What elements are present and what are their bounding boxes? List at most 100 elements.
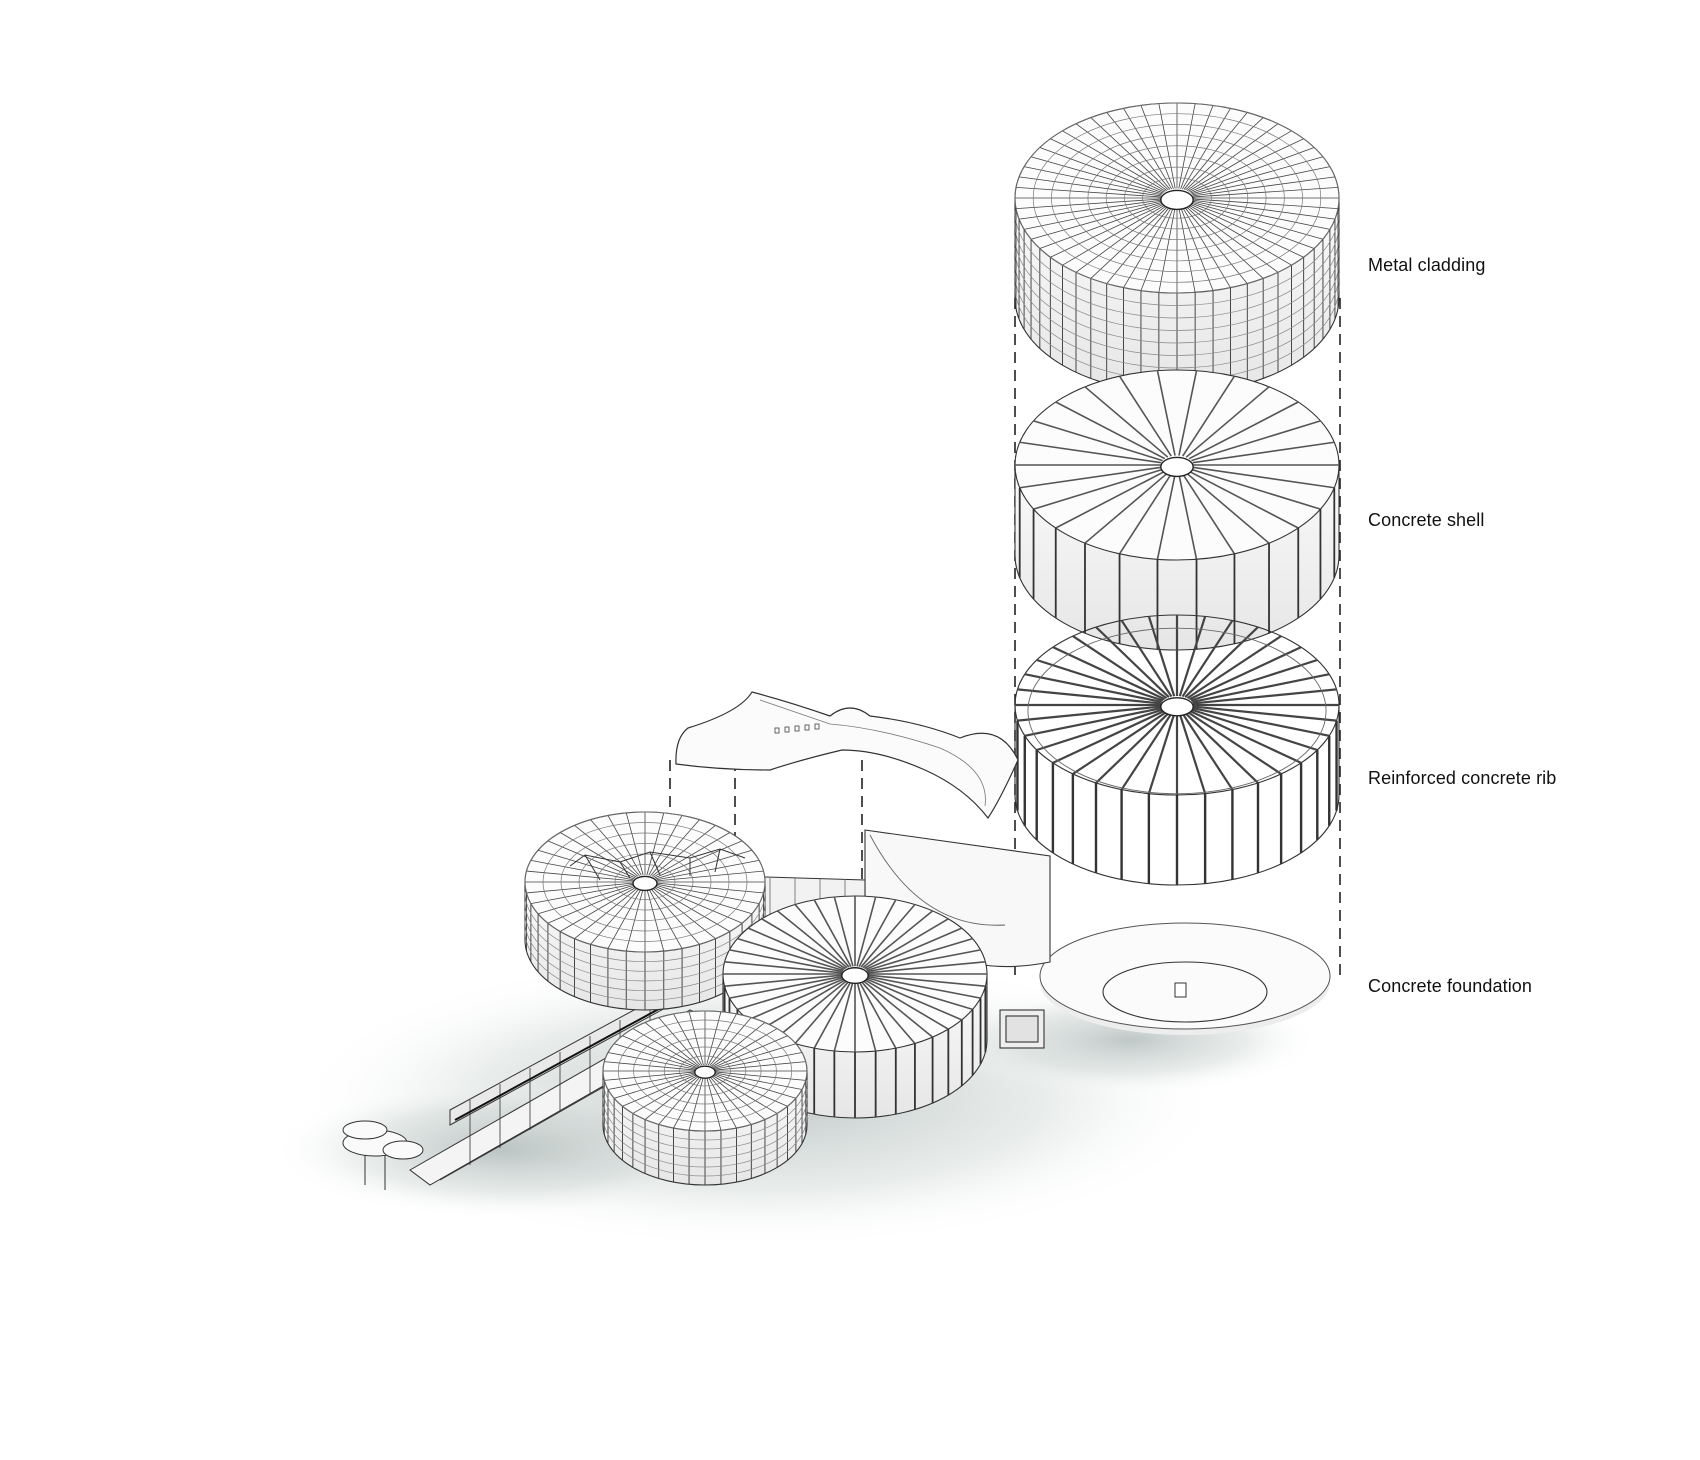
dome-rib-line xyxy=(856,981,877,1052)
dome-rib-line xyxy=(1178,713,1207,794)
dome-ring xyxy=(617,1019,793,1123)
dome-rib-line xyxy=(1033,468,1163,510)
sunshade-frame xyxy=(569,848,746,881)
dome-ring xyxy=(1069,134,1285,262)
dome-rib-line xyxy=(858,899,897,967)
dome-band xyxy=(1014,272,1340,369)
dome-rib-line xyxy=(1084,472,1169,544)
dome-rib-line xyxy=(1072,635,1168,700)
dome-ring xyxy=(679,1055,731,1087)
dome-rib-line xyxy=(865,977,963,1021)
concrete-shell-dome xyxy=(1014,369,1340,651)
dome-rib-line xyxy=(1024,707,1162,737)
dome-rib-line xyxy=(1055,470,1166,529)
label-concrete-shell: Concrete shell xyxy=(1368,510,1485,530)
concrete-foundation-disc xyxy=(1039,922,1331,1035)
dome-rib-line xyxy=(867,975,981,999)
dome-rib-line xyxy=(1036,708,1164,752)
dome-rib-line xyxy=(1188,709,1302,764)
dome-ring xyxy=(542,822,748,942)
dome-rib-line xyxy=(867,961,986,974)
dome-rib-line xyxy=(1182,375,1236,457)
dome-rib-line xyxy=(1190,658,1318,702)
dome-rib-line xyxy=(1072,710,1168,775)
dome-rib-line xyxy=(1185,386,1270,458)
dome-band xyxy=(524,891,766,963)
dome-oculus xyxy=(632,875,658,892)
dome-rib-line xyxy=(1019,441,1162,464)
label-reinforced-concrete-rib: Reinforced concrete rib xyxy=(1368,768,1557,788)
dome-rib-line xyxy=(1191,468,1321,510)
dome-rib-line xyxy=(865,927,963,971)
dome-rib-line xyxy=(1095,712,1170,784)
dome-rib-line xyxy=(724,961,843,974)
dome-oculus xyxy=(841,967,869,985)
dome-ring xyxy=(1105,156,1249,240)
dome-rib-line xyxy=(867,949,981,973)
dome-band xyxy=(1014,260,1340,356)
entrance-canopies xyxy=(342,1120,424,1190)
dome-rib-line xyxy=(1120,619,1173,698)
dome-oculus xyxy=(1160,189,1194,211)
dome-rib-line xyxy=(1033,420,1163,462)
dome-rib-line xyxy=(1182,473,1236,555)
dome-rib-line xyxy=(1036,658,1164,702)
dome-rib-line xyxy=(747,927,845,971)
dome-rib-line xyxy=(866,937,973,972)
pavilion-dome-front xyxy=(602,1010,808,1186)
dome-rib-line xyxy=(833,981,854,1052)
dome-ring xyxy=(614,864,676,900)
dome-rib-line xyxy=(860,980,916,1045)
dome-rib-line xyxy=(1192,673,1330,703)
dome-rib-line xyxy=(1192,688,1337,705)
dome-band xyxy=(602,1097,808,1159)
dome-ring xyxy=(633,1028,777,1114)
dome-rib-line xyxy=(860,903,916,968)
dome-rib-line xyxy=(1017,688,1162,705)
dome-band xyxy=(602,1106,808,1168)
dome-rib-line xyxy=(1147,713,1176,794)
dome-rib-line xyxy=(1186,635,1282,700)
dome-rib-line xyxy=(1156,474,1176,560)
dome-rib-line xyxy=(1118,375,1172,457)
dome-rib-line xyxy=(1188,646,1302,701)
dome-band xyxy=(602,1115,808,1177)
dome-rib-line xyxy=(1188,470,1299,529)
dome-rib-line xyxy=(1185,472,1270,544)
dome-rib-line xyxy=(1192,707,1330,737)
dome-rib-line xyxy=(833,896,854,967)
dome-rib-line xyxy=(1186,710,1282,775)
dome-rib-line xyxy=(856,896,877,967)
dome-rib-line xyxy=(1178,474,1198,560)
dome-ring xyxy=(602,1010,808,1132)
dome-rib-line xyxy=(866,976,973,1011)
dome-rib-line xyxy=(1190,708,1318,752)
dome-ring xyxy=(1032,113,1322,283)
dome-ring xyxy=(578,843,712,921)
dome-rib-line xyxy=(862,979,934,1038)
dome-rib-line xyxy=(1184,626,1259,698)
dome-ring xyxy=(1087,145,1267,251)
dome-rib-line xyxy=(1188,401,1299,460)
dome-rib-line xyxy=(858,981,897,1049)
dome-rib-line xyxy=(1052,709,1166,764)
dome-rib-line xyxy=(1156,370,1176,456)
dome-oculus xyxy=(1160,456,1194,478)
dome-rib-line xyxy=(794,980,850,1045)
dome-rib-line xyxy=(1192,705,1337,722)
label-concrete-foundation: Concrete foundation xyxy=(1368,976,1533,996)
dome-rib-line xyxy=(1178,370,1198,456)
dome-body xyxy=(1014,704,1340,886)
dome-rib-line xyxy=(867,974,986,987)
dome-ring xyxy=(1123,166,1230,230)
dome-rib-line xyxy=(863,978,949,1030)
dome-ring xyxy=(560,832,730,932)
dome-rib-line xyxy=(737,976,844,1011)
dome-rib-line xyxy=(729,949,843,973)
dome-rib-line xyxy=(776,910,848,969)
dome-band xyxy=(602,1079,808,1141)
dome-rib-line xyxy=(1095,626,1170,698)
dome-band xyxy=(1014,247,1340,344)
dome-rib-line xyxy=(1055,401,1166,460)
